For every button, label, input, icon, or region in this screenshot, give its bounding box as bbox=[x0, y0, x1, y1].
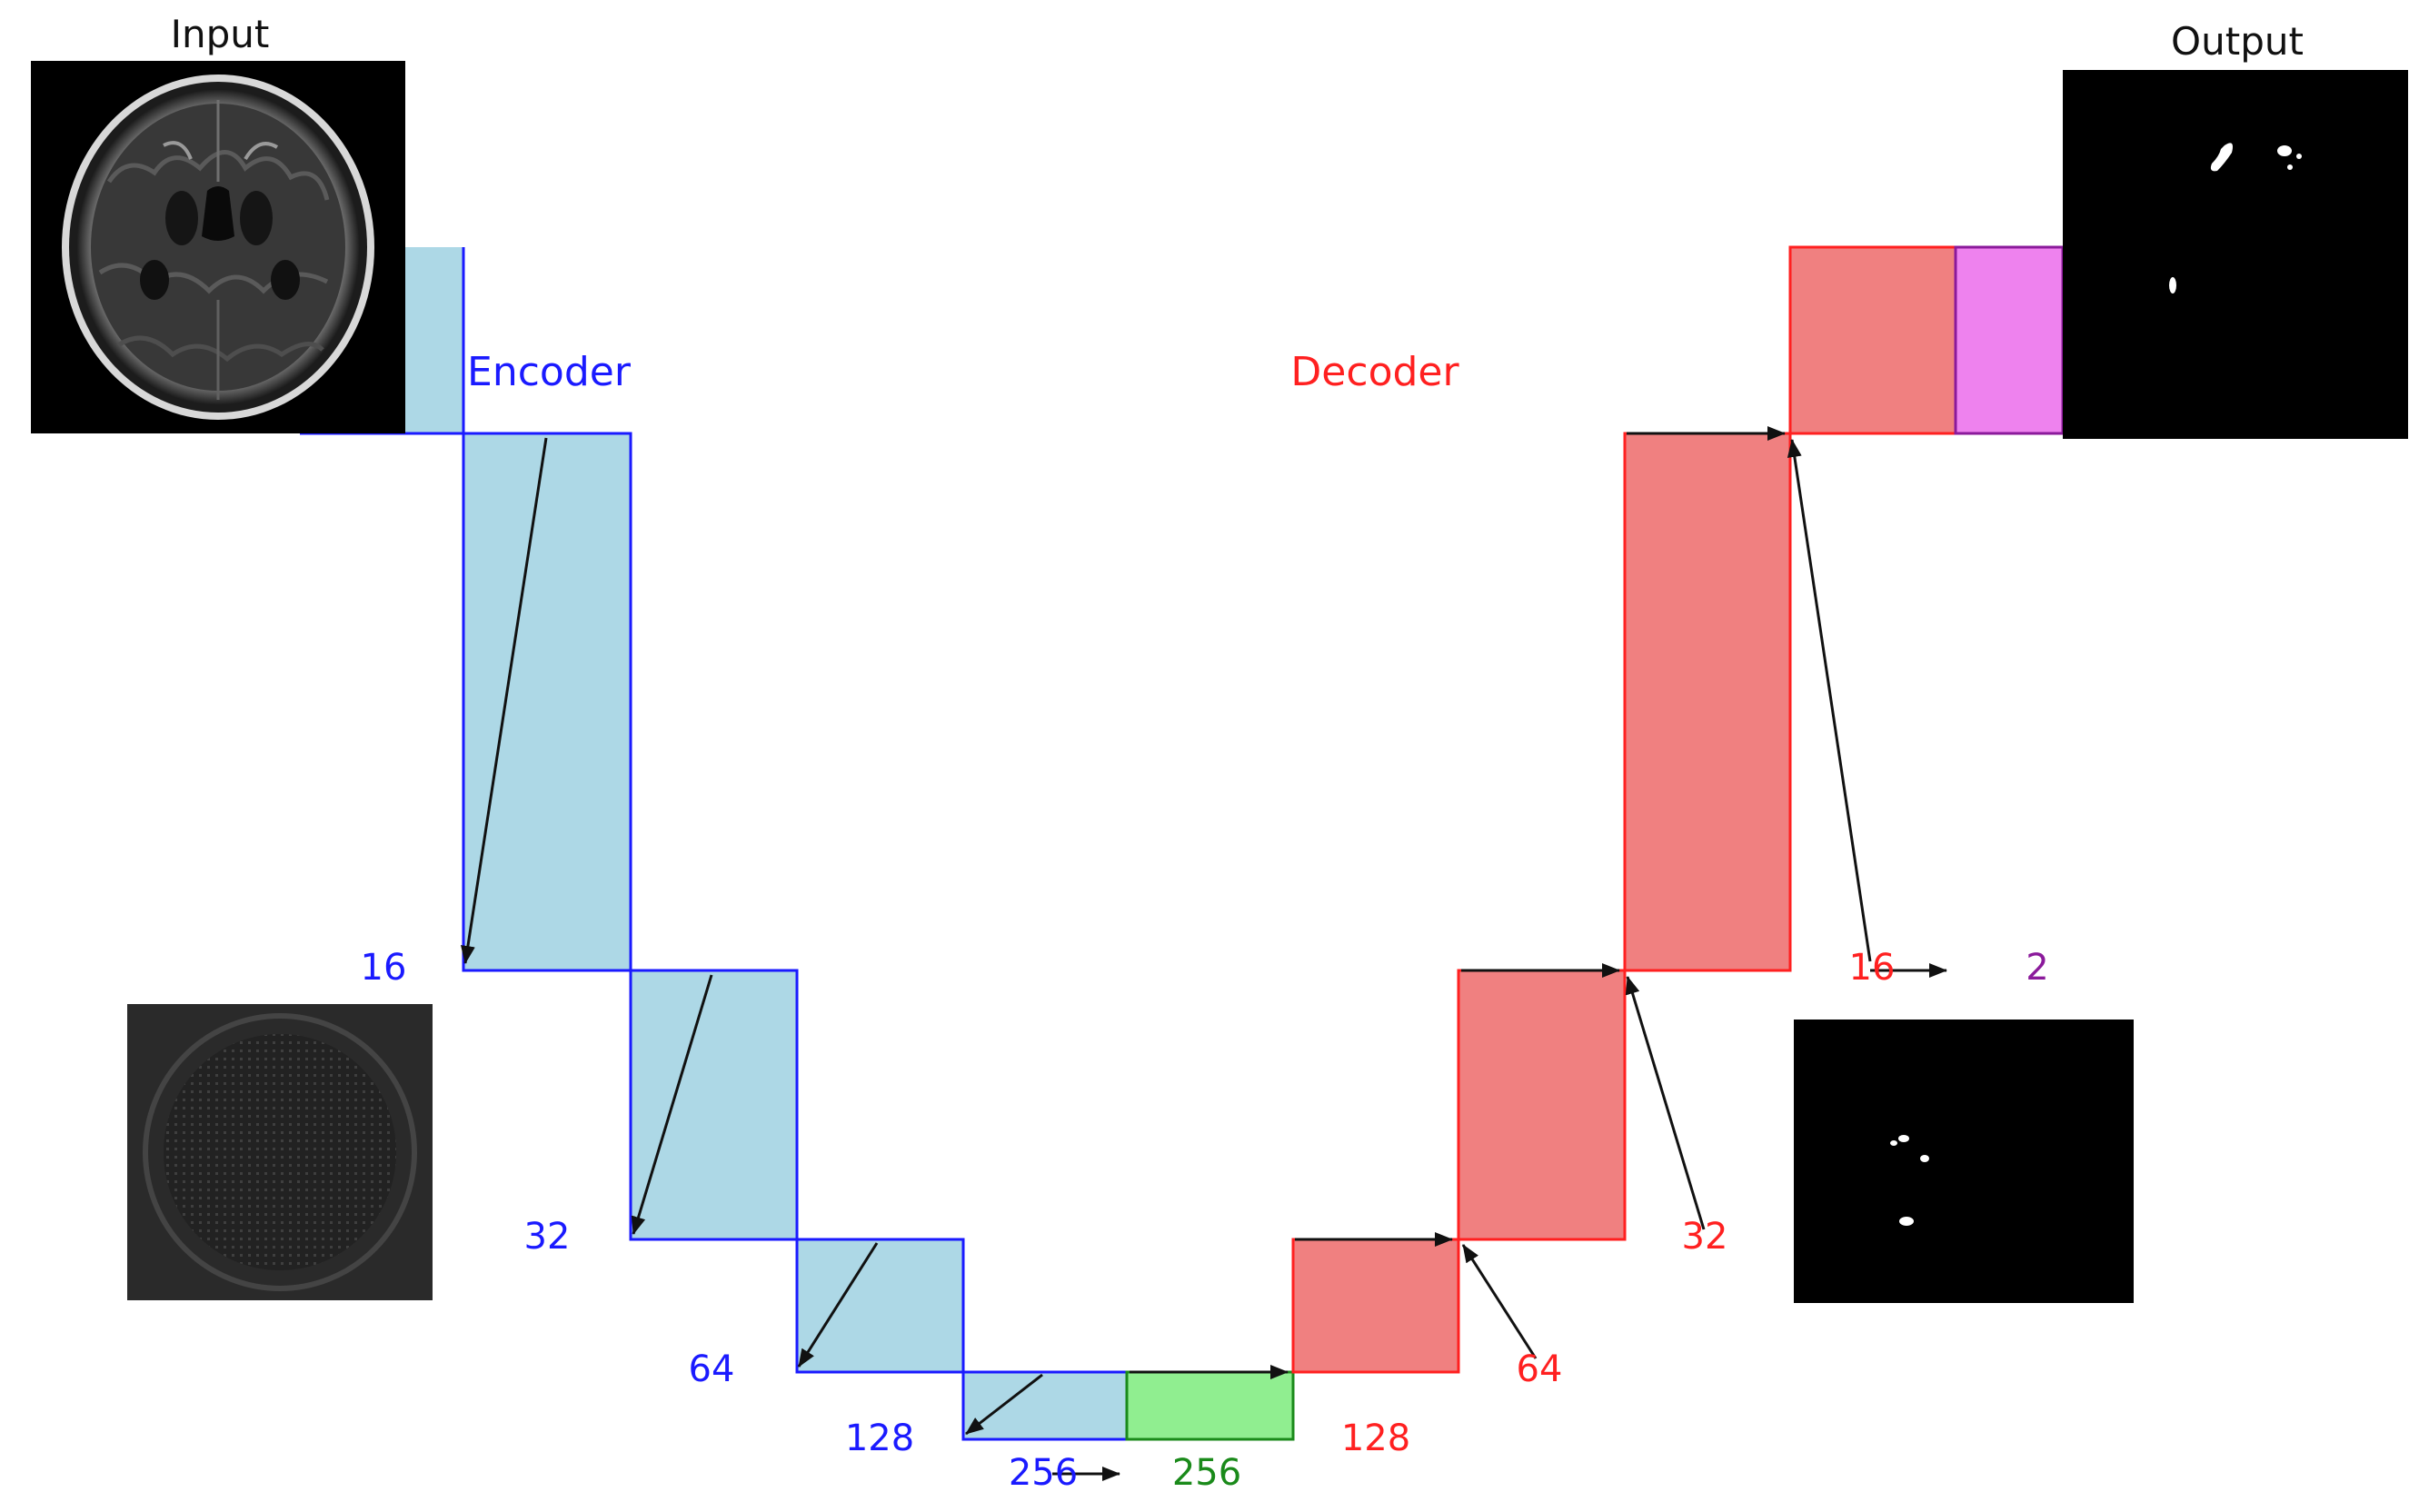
arrow-dec-d2 bbox=[1625, 976, 1706, 1230]
encoder-channel-label: 16 bbox=[361, 947, 407, 989]
output-image bbox=[2063, 70, 2408, 439]
decoder-block-128 bbox=[1291, 1238, 1460, 1374]
output-block-2 bbox=[1954, 245, 2065, 435]
decoder-channel-label: 64 bbox=[1517, 1348, 1563, 1390]
arrows bbox=[460, 426, 1947, 1481]
decoder-channel-label: 128 bbox=[1341, 1418, 1410, 1459]
encoder-label: Encoder bbox=[467, 349, 632, 395]
decoder-mask-image bbox=[1794, 1020, 2134, 1303]
input-image bbox=[31, 61, 405, 433]
bottleneck-channel-label: 256 bbox=[1172, 1452, 1241, 1494]
decoder-block-16 bbox=[1788, 245, 1957, 435]
arrow-dec-d1 bbox=[1461, 1244, 1538, 1359]
encoder-feature-image bbox=[127, 1004, 433, 1300]
bottleneck-block bbox=[1125, 1370, 1295, 1441]
output-title: Output bbox=[2171, 19, 2304, 64]
decoder-channel-label: 16 bbox=[1849, 947, 1896, 989]
output-channel-label: 2 bbox=[2026, 947, 2048, 989]
arrow-enc-4 bbox=[965, 1373, 1043, 1436]
encoder-block-64 bbox=[795, 1238, 965, 1374]
decoder-channel-label: 32 bbox=[1682, 1216, 1728, 1258]
encoder-channel-label: 32 bbox=[524, 1216, 571, 1258]
encoder-channel-label: 64 bbox=[689, 1348, 735, 1390]
decoder-block-32 bbox=[1623, 432, 1792, 972]
decoder-blocks bbox=[1291, 245, 2065, 1374]
decoder-label: Decoder bbox=[1290, 349, 1459, 395]
encoder-blocks bbox=[300, 247, 1129, 1441]
encoder-channel-label: 128 bbox=[845, 1418, 914, 1459]
encoder-block-16 bbox=[462, 432, 632, 972]
encoder-block-32 bbox=[629, 969, 799, 1241]
decoder-block-64 bbox=[1457, 969, 1627, 1241]
arrow-enc-1 bbox=[460, 437, 548, 964]
arrow-dec-d3 bbox=[1787, 439, 1872, 962]
encoder-block-128 bbox=[961, 1370, 1129, 1441]
arrow-enc-3 bbox=[797, 1242, 879, 1368]
arrow-enc-2 bbox=[631, 974, 713, 1235]
input-title: Input bbox=[171, 12, 270, 56]
encoder-channel-label: 256 bbox=[1009, 1452, 1078, 1494]
